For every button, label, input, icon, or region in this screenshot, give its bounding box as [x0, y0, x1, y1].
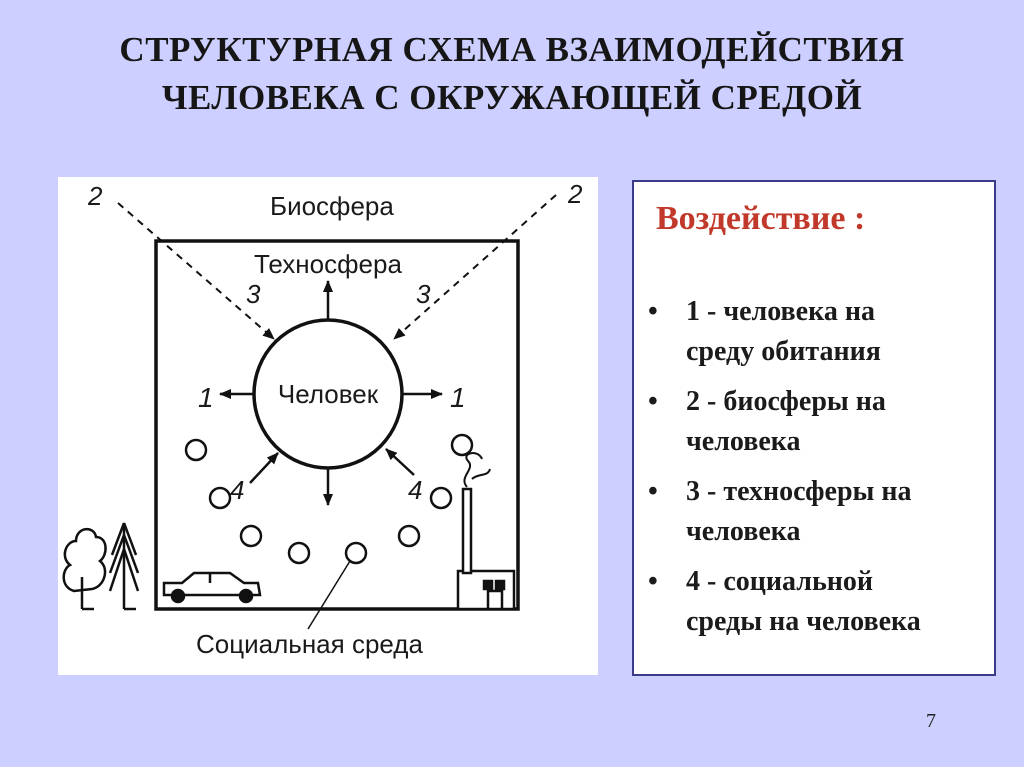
- technosphere-label: Техносфера: [254, 249, 402, 279]
- label-4-right: 4: [408, 475, 422, 505]
- factory-icon: [456, 452, 516, 611]
- bullet: •: [648, 566, 658, 597]
- human-label: Человек: [278, 379, 379, 409]
- social-arrow-left: [249, 452, 279, 484]
- list-item: • 2 - биосферы на человека: [634, 382, 994, 462]
- title-line-2: ЧЕЛОВЕКА С ОКРУЖАЮЩЕЙ СРЕДОЙ: [161, 78, 863, 117]
- label-2-left: 2: [87, 181, 103, 211]
- interaction-diagram: Биосфера Техносфера Человек Социальная с…: [58, 177, 598, 675]
- bullet: •: [648, 386, 658, 417]
- social-circles: [184, 433, 474, 565]
- technosphere-boundary: [154, 239, 520, 611]
- slide-title: СТРУКТУРНАЯ СХЕМА ВЗАИМОДЕЙСТВИЯ ЧЕЛОВЕК…: [0, 26, 1024, 122]
- list-item: • 3 - техносферы на человека: [634, 472, 994, 552]
- social-arrow-right: [385, 448, 415, 476]
- list-item-line: среду обитания: [686, 336, 881, 367]
- biosphere-arrow-left: [117, 202, 275, 340]
- biosphere-arrow-right: [393, 194, 557, 340]
- impact-panel: Воздействие : • 1 - человека на среду об…: [632, 180, 996, 676]
- list-item: • 1 - человека на среду обитания: [634, 292, 994, 372]
- bullet: •: [648, 296, 658, 327]
- tree-icon: [62, 528, 107, 611]
- social-leader-line: [307, 560, 351, 630]
- list-item-line: человека: [686, 516, 801, 547]
- label-3-right: 3: [416, 279, 431, 309]
- list-item: • 4 - социальной среды на человека: [634, 562, 994, 642]
- impact-list: • 1 - человека на среду обитания • 2 - б…: [634, 292, 994, 652]
- social-environment-label: Социальная среда: [196, 629, 423, 659]
- label-2-right: 2: [567, 179, 583, 209]
- label-1-left: 1: [198, 382, 214, 413]
- list-item-line: 4 - социальной: [686, 566, 874, 597]
- car-icon: [162, 571, 262, 604]
- diagram-svg: Биосфера Техносфера Человек Социальная с…: [62, 179, 583, 659]
- label-3-left: 3: [246, 279, 261, 309]
- biosphere-label: Биосфера: [270, 191, 394, 221]
- impact-heading: Воздействие :: [656, 200, 866, 237]
- list-item-line: 2 - биосферы на: [686, 386, 886, 417]
- list-item-line: 3 - техносферы на: [686, 476, 912, 507]
- page-number: 7: [926, 710, 936, 732]
- label-4-left: 4: [230, 475, 244, 505]
- list-item-line: среды на человека: [686, 606, 921, 637]
- bullet: •: [648, 476, 658, 507]
- list-item-line: человека: [686, 426, 801, 457]
- title-line-1: СТРУКТУРНАЯ СХЕМА ВЗАИМОДЕЙСТВИЯ: [119, 30, 905, 69]
- fir-tree-icon: [108, 522, 140, 611]
- label-1-right: 1: [450, 382, 466, 413]
- list-item-line: 1 - человека на: [686, 296, 875, 327]
